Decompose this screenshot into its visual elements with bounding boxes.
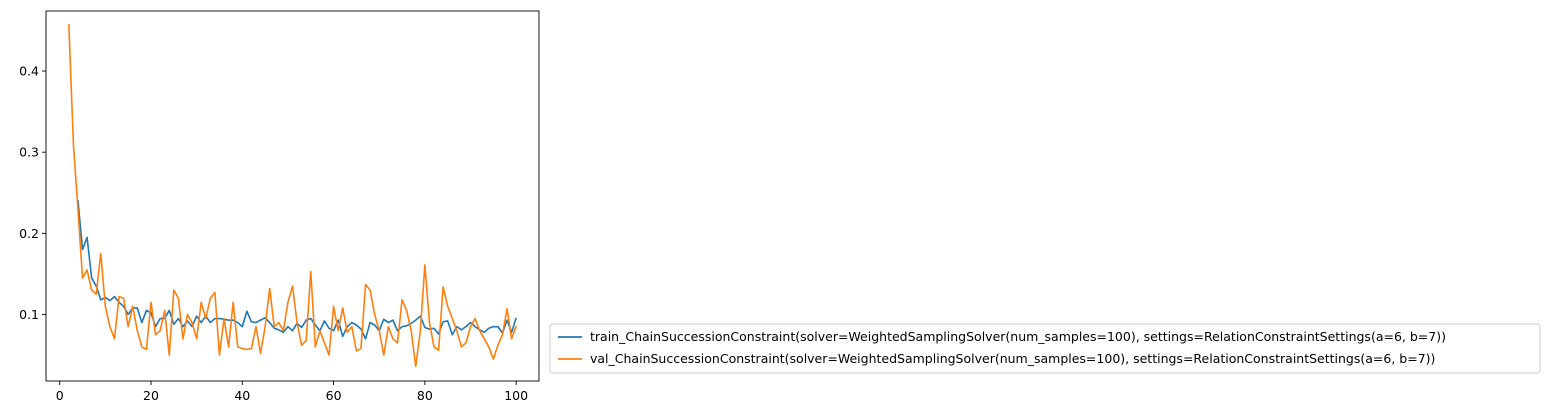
legend: train_ChainSuccessionConstraint(solver=W… xyxy=(549,323,1541,374)
x-tick-label: 60 xyxy=(326,388,342,403)
series-line-1 xyxy=(68,23,517,368)
y-tick-label: 0.1 xyxy=(19,307,39,322)
y-axis: 0.1 0.2 0.3 0.4 xyxy=(19,64,46,322)
x-tick-label: 100 xyxy=(504,388,528,403)
y-tick-label: 0.4 xyxy=(19,64,39,79)
y-tick-label: 0.2 xyxy=(19,226,39,241)
x-tick-label: 80 xyxy=(417,388,433,403)
x-tick-label: 0 xyxy=(56,388,64,403)
legend-label-train: train_ChainSuccessionConstraint(solver=W… xyxy=(590,329,1446,344)
series-lines xyxy=(68,23,517,368)
legend-label-val: val_ChainSuccessionConstraint(solver=Wei… xyxy=(590,351,1435,366)
x-tick-label: 40 xyxy=(234,388,250,403)
legend-box xyxy=(549,323,1541,374)
y-tick-label: 0.3 xyxy=(19,145,39,160)
x-tick-label: 20 xyxy=(143,388,159,403)
axes-frame xyxy=(45,10,540,382)
x-axis: 0 20 40 60 80 100 xyxy=(56,381,528,403)
